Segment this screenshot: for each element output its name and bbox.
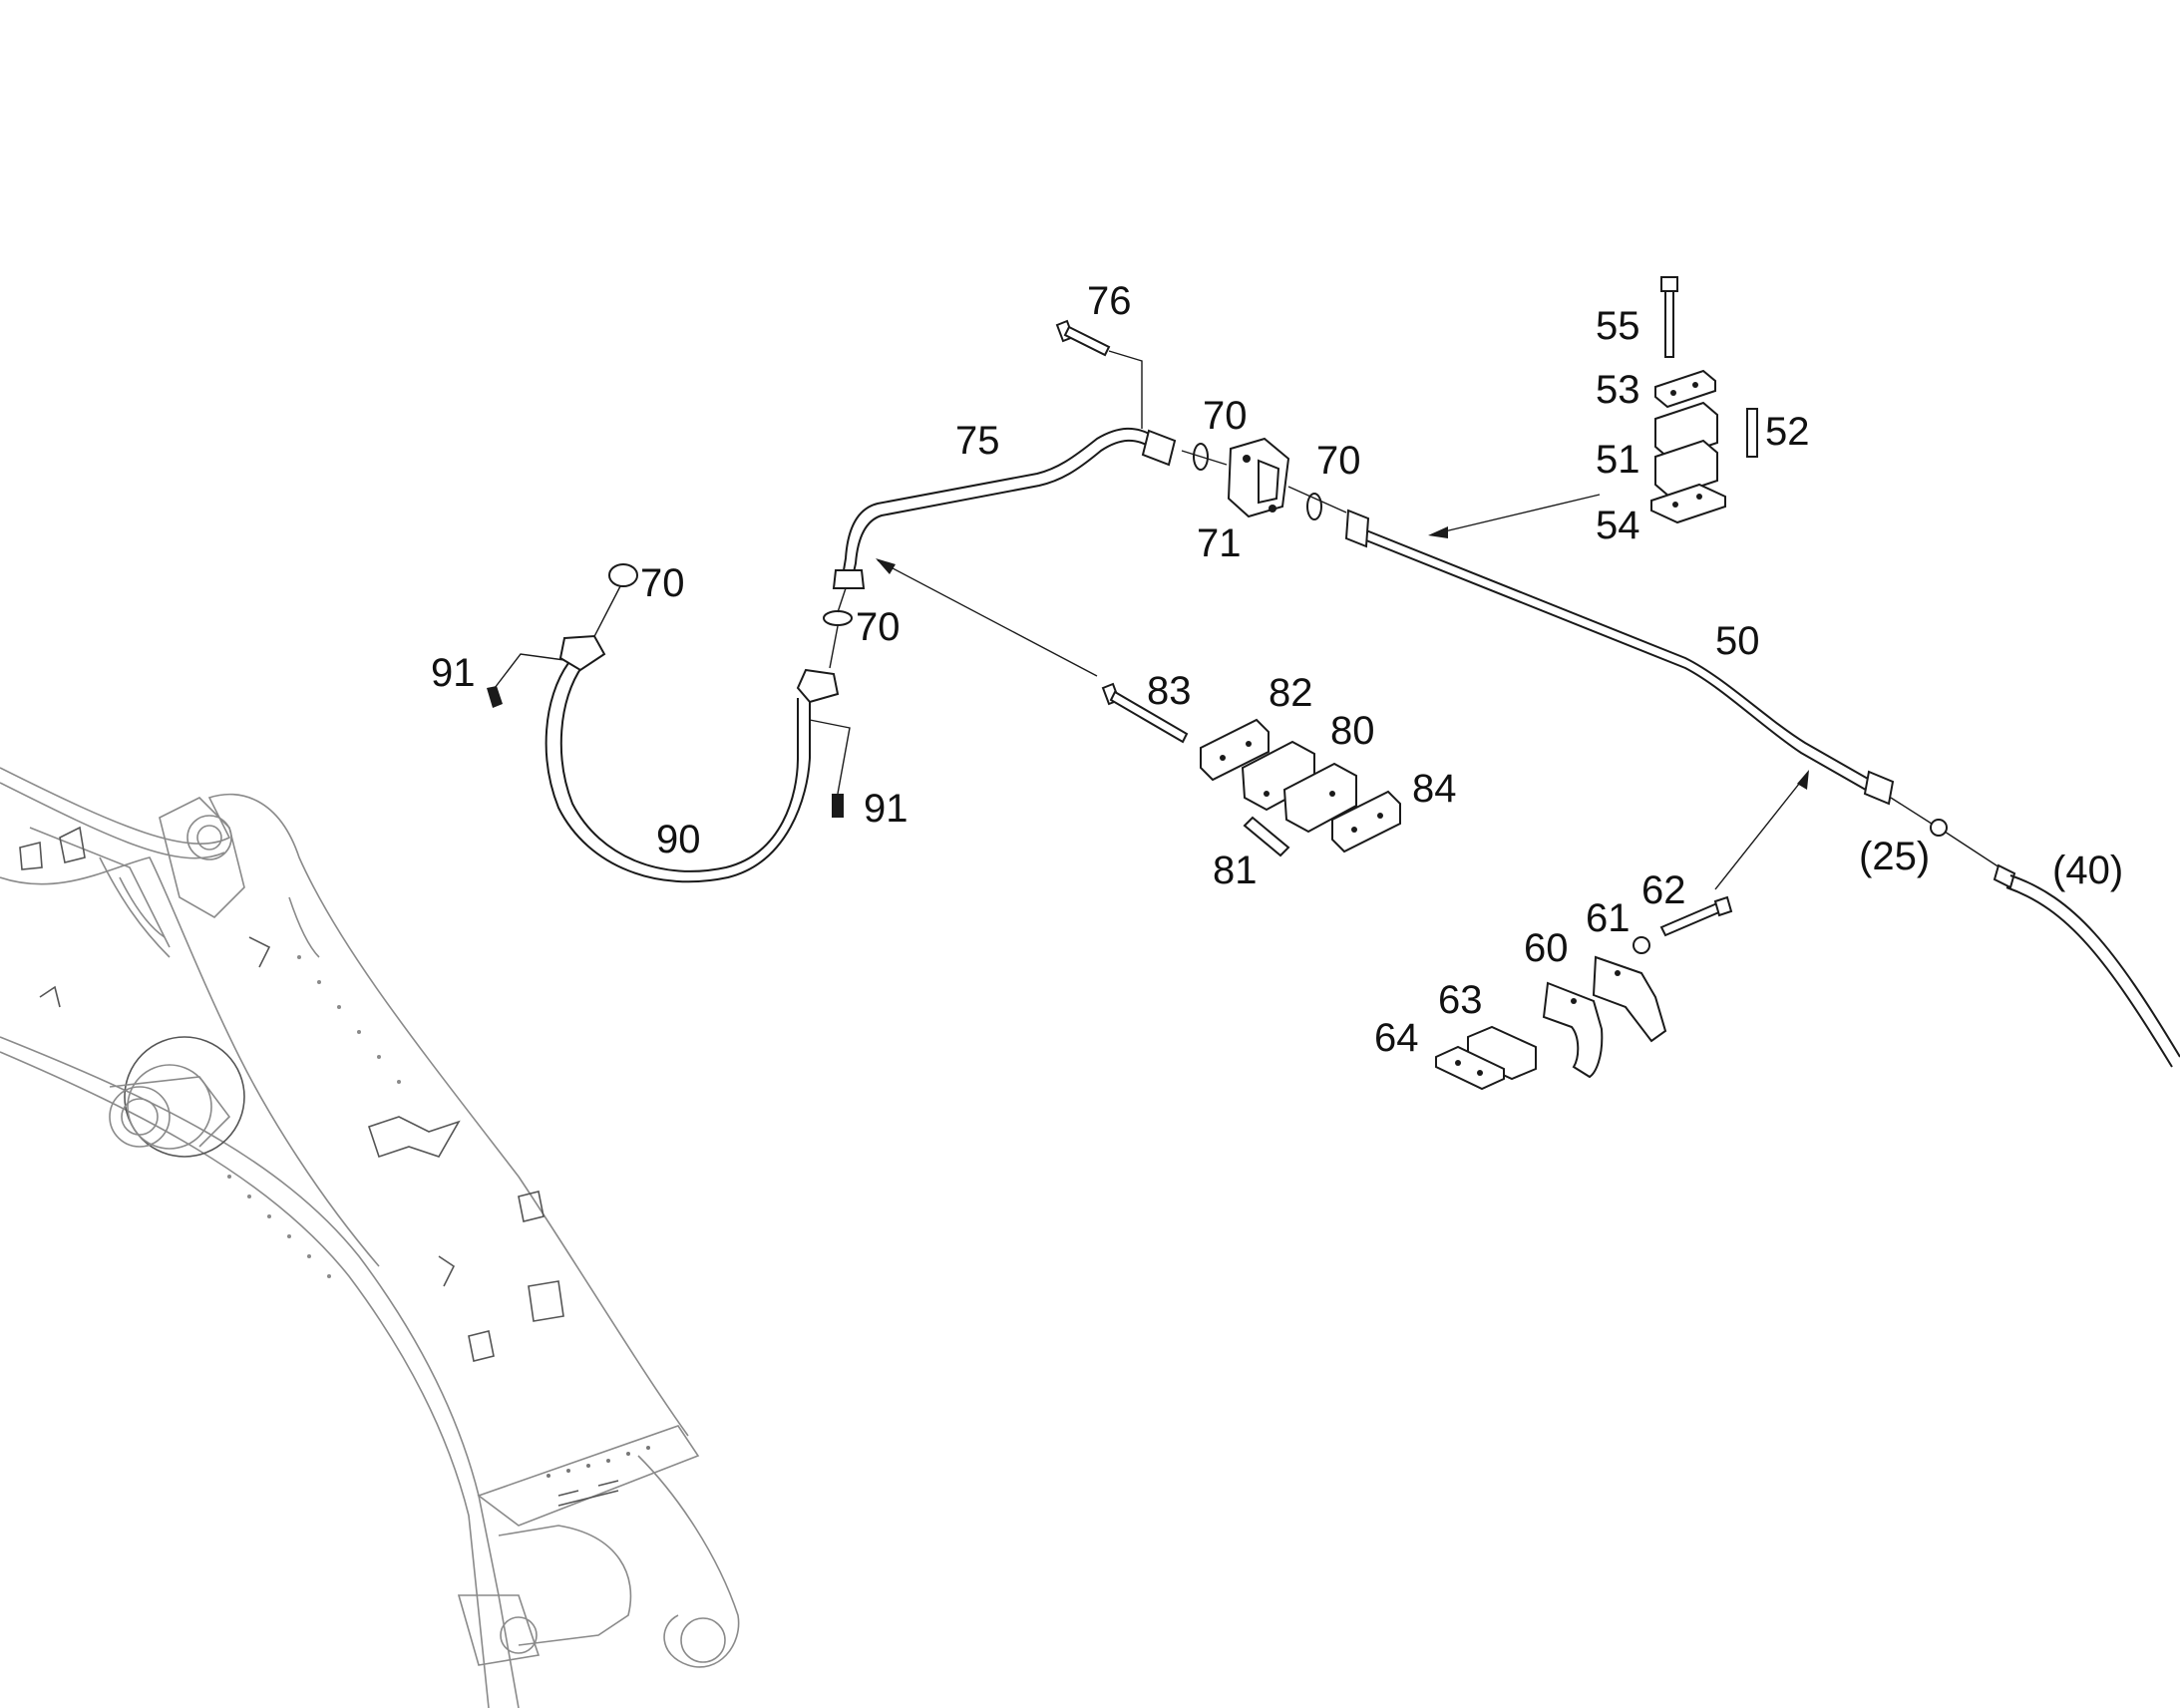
- label-62: 62: [1641, 868, 1686, 912]
- label-63: 63: [1438, 978, 1483, 1022]
- clamp-group-51: [1650, 276, 1758, 524]
- label-91-left: 91: [431, 651, 476, 695]
- o-ring-70-left: [608, 563, 638, 587]
- label-50: 50: [1715, 619, 1760, 663]
- clamp-group-80: [1200, 718, 1401, 857]
- label-70-top: 70: [1203, 394, 1248, 438]
- label-64: 64: [1374, 1016, 1419, 1060]
- bolt-91-right: [809, 719, 851, 818]
- label-60: 60: [1524, 926, 1569, 970]
- tube-50: [1344, 509, 1895, 806]
- flange-71-assembly: [1181, 437, 1347, 520]
- bolt-91-left: [487, 653, 565, 708]
- label-76: 76: [1087, 279, 1132, 323]
- label-70-right: 70: [1316, 439, 1361, 483]
- tube-75: [832, 427, 1177, 589]
- bolt-83: [1101, 682, 1189, 744]
- label-51: 51: [1596, 438, 1640, 482]
- label-70-left: 70: [640, 561, 685, 605]
- label-82: 82: [1269, 671, 1313, 715]
- hose-90: [545, 634, 840, 883]
- label-90: 90: [656, 818, 701, 861]
- clamp-group-60: [1435, 895, 1733, 1091]
- label-40: (40): [2052, 849, 2123, 892]
- label-71: 71: [1197, 521, 1242, 565]
- label-80: 80: [1330, 709, 1375, 753]
- label-70-mid: 70: [856, 605, 901, 649]
- bolt-76: [1055, 319, 1143, 429]
- boom-arm: [0, 767, 740, 1708]
- label-81: 81: [1213, 849, 1258, 892]
- label-55: 55: [1596, 304, 1640, 348]
- label-91-right: 91: [864, 787, 908, 831]
- o-ring-70-mid: [823, 610, 853, 626]
- label-83: 83: [1147, 669, 1192, 713]
- label-52: 52: [1765, 410, 1810, 454]
- label-75: 75: [955, 419, 1000, 463]
- label-25: (25): [1859, 835, 1930, 878]
- label-54: 54: [1596, 504, 1640, 547]
- label-61: 61: [1586, 896, 1631, 940]
- label-84: 84: [1412, 767, 1457, 811]
- part-labels: 76 75 70 70 71 55 53 52 51 54 50 70 70 9…: [431, 279, 2123, 1060]
- hose-40: [1890, 797, 2180, 1068]
- label-53: 53: [1596, 368, 1640, 412]
